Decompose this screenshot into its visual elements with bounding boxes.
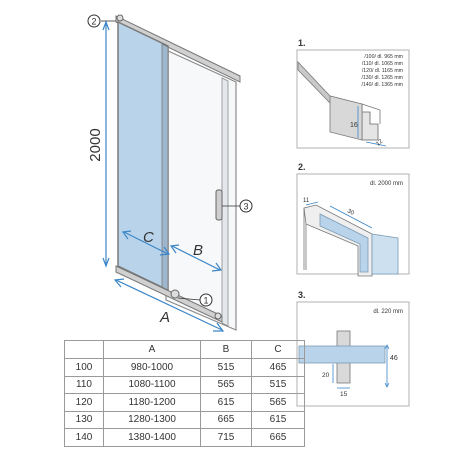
- top-rail: [115, 15, 241, 83]
- detail-1-number: 1.: [298, 38, 306, 48]
- detail-2-number: 2.: [298, 162, 306, 172]
- detail-3-width: 15: [340, 391, 348, 398]
- dim-b-label: B: [193, 242, 203, 259]
- width-a-dimension-line: [115, 279, 223, 331]
- table-cell: 565: [251, 393, 305, 412]
- table-header-cell: B: [200, 340, 252, 359]
- detail-1-height: 16: [350, 122, 358, 129]
- callout-3: 3: [222, 199, 253, 213]
- table-row: 120 1180-1200 615 565: [64, 393, 305, 412]
- table-row: 140 1380-1400 715 665: [64, 428, 305, 447]
- table-header-cell: A: [103, 340, 201, 359]
- table-cell: 465: [251, 358, 305, 377]
- table-cell: 615: [200, 393, 252, 412]
- table-header-cell: [64, 340, 104, 359]
- detail-1-length-100: /100/ dl. 965 mm: [364, 54, 403, 60]
- table-cell: 140: [64, 428, 104, 447]
- svg-text:3: 3: [243, 202, 248, 212]
- svg-text:2: 2: [91, 17, 96, 27]
- table-cell: 515: [251, 375, 305, 394]
- table-cell: 615: [251, 410, 305, 429]
- detail-2-small: 11: [303, 198, 310, 204]
- table-row: 130 1280-1300 665 615: [64, 410, 305, 429]
- detail-3-length: dl. 220 mm: [373, 309, 403, 315]
- table-header-row: A B C: [64, 340, 305, 359]
- detail-1-length-140: /140/ dl. 1365 mm: [361, 82, 403, 88]
- table-cell: 120: [64, 393, 104, 412]
- top-fixing: [116, 14, 124, 22]
- detail-1-width: 12: [375, 138, 384, 147]
- roller-wheel: [214, 312, 222, 320]
- table-cell: 130: [64, 410, 104, 429]
- detail-2-panel: 2. dl. 2000 mm 11 30: [296, 162, 410, 277]
- detail-2-length: dl. 2000 mm: [370, 181, 403, 187]
- table-cell: 665: [200, 410, 252, 429]
- table-cell: 515: [200, 358, 252, 377]
- svg-text:1: 1: [203, 296, 208, 306]
- detail-3-depth: 20: [322, 372, 330, 379]
- dimensions-table: A B C 100 980-1000 515 465 110 1080-1100…: [64, 340, 305, 447]
- table-cell: 1280-1300: [103, 410, 201, 429]
- door-handle: [215, 189, 223, 221]
- table-cell: 100: [64, 358, 104, 377]
- dim-a-label: A: [159, 309, 170, 326]
- table-header-cell: C: [251, 340, 305, 359]
- table-cell: 110: [64, 375, 104, 394]
- callout-2: 2: [87, 14, 116, 28]
- table-cell: 715: [200, 428, 252, 447]
- table-cell: 1080-1100: [103, 375, 201, 394]
- table-cell: 665: [251, 428, 305, 447]
- detail-3-number: 3.: [298, 290, 306, 300]
- detail-2-large: 30: [346, 208, 355, 217]
- table-row: 100 980-1000 515 465: [64, 358, 305, 377]
- table-cell: 980-1000: [103, 358, 201, 377]
- table-cell: 565: [200, 375, 252, 394]
- bottom-rail: [115, 265, 223, 323]
- dim-c-label: C: [143, 229, 154, 246]
- table-cell: 1180-1200: [103, 393, 201, 412]
- detail-1-length-120: /120/ dl. 1165 mm: [362, 68, 403, 74]
- detail-1-length-130: /130/ dl. 1265 mm: [361, 75, 403, 81]
- table-cell: 1380-1400: [103, 428, 201, 447]
- dim-c-line: [123, 231, 169, 255]
- roller-wheel: [170, 289, 180, 299]
- table-row: 110 1080-1100 565 515: [64, 375, 305, 394]
- detail-3-panel: 3. dl. 220 mm 46 20 15: [296, 290, 410, 407]
- shower-door-drawing: 2000 A C B 1 2 3: [87, 14, 253, 332]
- detail-3-glass: [298, 345, 386, 364]
- height-label: 2000: [87, 128, 104, 161]
- callout-1: 1: [177, 293, 213, 307]
- detail-1-panel: 1. /100/ dl. 965 mm /110/ dl. 1065 mm /1…: [296, 38, 410, 149]
- wall-profile: [221, 77, 229, 327]
- detail-1-length-110: /110/ dl. 1065 mm: [362, 61, 403, 67]
- dim-b-line: [171, 245, 221, 271]
- detail-3-height: 46: [390, 355, 398, 362]
